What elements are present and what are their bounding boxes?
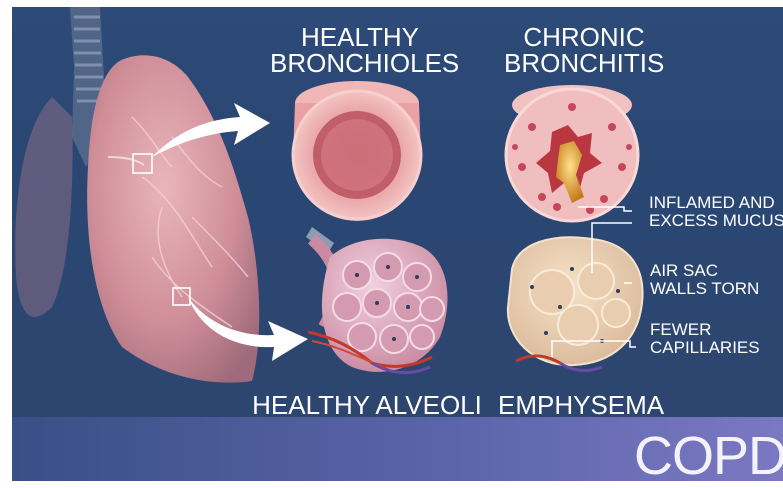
heading-healthy-alveoli: HEALTHY ALVEOLI — [252, 392, 482, 418]
annotation-air-sac: AIR SAC WALLS TORN — [650, 262, 770, 298]
annotation-capillaries: FEWER CAPILLARIES — [650, 321, 776, 357]
heading-healthy-bronchioles: HEALTHY BRONCHIOLES — [270, 24, 450, 76]
banner-title: COPD — [634, 429, 783, 481]
illustration-frame: HEALTHY BRONCHIOLES CHRONIC BRONCHITIS H… — [12, 7, 783, 481]
annotation-inflamed: INFLAMED AND EXCESS MUCUS — [649, 194, 783, 230]
emphysema-cluster — [508, 237, 643, 370]
heading-emphysema: EMPHYSEMA — [498, 392, 658, 418]
heading-chronic-bronchitis: CHRONIC BRONCHITIS — [504, 24, 664, 76]
healthy-alveoli-cluster — [306, 227, 447, 373]
left-lung — [15, 97, 72, 317]
chronic-bronchitis-cross-section — [506, 85, 638, 221]
healthy-bronchiole-cross-section — [293, 81, 421, 221]
